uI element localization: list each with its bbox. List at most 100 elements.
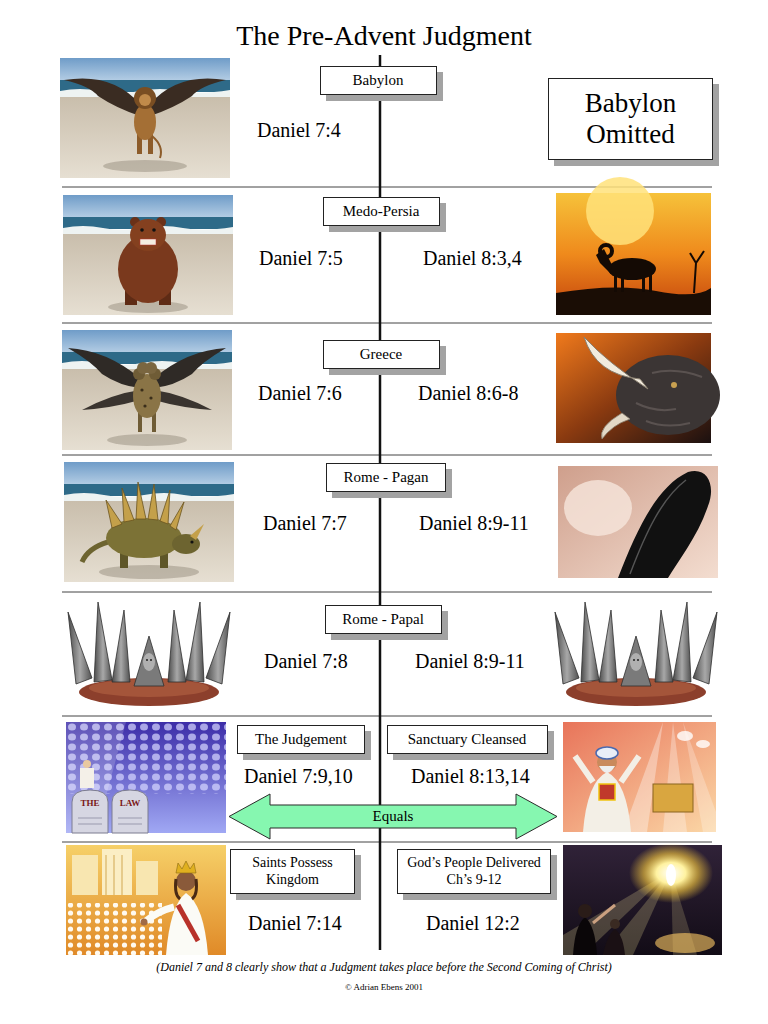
kingdom-picture [176,861,196,873]
box-text: Greece [360,346,402,363]
beast-picture [190,524,204,540]
deliverance-picture [563,843,722,955]
sanctuary-picture [599,766,615,773]
horns-picture [655,610,673,682]
horn-picture [630,480,686,574]
lion-picture [150,78,226,116]
goat-picture [636,371,702,426]
sanctuary-picture [596,747,618,759]
lion-picture [134,104,156,140]
horn-picture [558,466,718,578]
judgment-picture [72,790,108,833]
kingdom-box: Rome - Papal [325,605,442,634]
kingdom-box: Rome - Pagan [326,463,446,492]
box-text: Babylon [353,72,404,89]
bear-picture [63,195,233,315]
box-text: The Judgement [255,731,347,748]
bear-picture [63,195,233,219]
copyright-note: © Adrian Ebens 2001 [345,982,423,992]
horn-picture [618,471,711,578]
bear-picture [152,228,156,232]
beast-picture [170,502,184,530]
beast-picture [106,500,122,528]
outcome-box: God’s People Delivered Ch’s 9-12 [397,849,551,894]
kingdom-picture [176,879,197,899]
arrow-outline [229,794,557,839]
outcome-box: Saints Possess Kingdom [230,849,355,894]
event-box: Sanctuary Cleansed [387,725,548,754]
deliverance-picture [655,933,715,953]
kingdom-box: Medo-Persia [323,197,440,226]
goat-picture [601,413,630,439]
bear-picture [118,235,178,303]
lion-picture [103,160,187,172]
leopard-picture [140,388,143,391]
deliverance-picture [629,843,713,903]
judgment-picture [83,760,91,768]
sanctuary-picture [599,784,615,800]
kingdom-box: Greece [323,340,440,369]
row-divider [62,592,712,593]
ram-picture [614,275,617,292]
box-text: Equals [373,808,414,825]
leopard-picture [82,390,140,410]
beast-picture [190,540,193,543]
sanctuary-picture [677,731,693,741]
goat-picture [671,382,677,388]
kingdom-picture [146,907,174,921]
kingdom-picture [66,845,226,955]
box-text: God’s People Delivered Ch’s 9-12 [406,855,542,887]
tablet-text: LAW [120,798,141,808]
horns-picture [186,602,204,682]
verse-reference: Daniel 7:5 [259,247,343,270]
leopard-picture [154,348,226,388]
kingdom-picture [106,855,122,895]
beast-picture [82,542,108,562]
judgment-picture [66,722,226,833]
horns-picture [630,653,642,671]
verse-reference: Daniel 7:9,10 [244,765,353,788]
leopard-picture [68,348,140,388]
verse-reference: Daniel 7:8 [264,650,348,673]
verse-reference: Daniel 12:2 [426,912,520,935]
kingdom-picture [102,849,132,895]
box-text: Rome - Pagan [344,469,429,486]
note-box: Babylon Omitted [548,78,713,160]
beast-picture [148,484,158,520]
box-text: Medo-Persia [343,203,420,220]
kingdom-picture [141,919,148,926]
ram-picture [608,258,656,280]
horn-picture [564,480,632,536]
timeline-line [379,226,382,340]
verse-reference: Daniel 7:14 [248,912,342,935]
beast-picture [64,462,234,582]
box-text: Saints Possess Kingdom [239,855,346,887]
lion-picture [64,78,140,116]
deliverance-picture [603,929,625,955]
beast-picture [122,488,134,522]
goat-picture [556,333,720,443]
horns-picture [581,602,599,682]
judgment-picture [66,722,226,833]
goat-picture [616,355,720,435]
verse-reference: Daniel 8:6-8 [418,382,519,405]
verse-reference: Daniel 8:3,4 [423,247,522,270]
leopard-picture [149,396,152,399]
ram-picture [649,275,652,292]
leopard-picture [107,434,187,446]
kingdom-picture [136,861,158,895]
horns-picture [112,610,130,682]
kingdom-picture [72,855,98,895]
verse-reference: Daniel 7:7 [263,512,347,535]
verse-reference: Daniel 8:9-11 [419,512,529,535]
horns-picture [621,636,651,686]
timeline-spine [379,828,382,950]
horns-picture [693,612,717,684]
judgment-picture [80,768,94,788]
lion-picture [134,87,156,109]
row-divider [62,455,712,456]
sanctuary-picture [696,740,710,748]
kingdom-picture [176,871,196,891]
ram-picture [586,177,654,245]
lion-picture [60,58,230,178]
